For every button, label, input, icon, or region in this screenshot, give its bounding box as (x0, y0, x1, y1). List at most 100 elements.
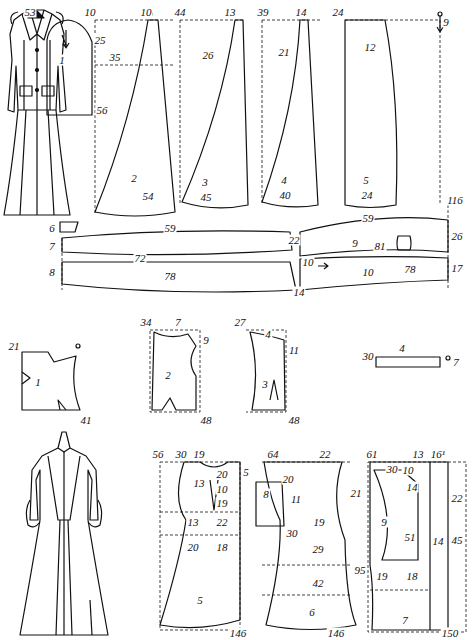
piece-label: 39 (257, 7, 270, 18)
piece-label: 21 (278, 47, 291, 58)
piece-label: 56 (152, 449, 165, 460)
piece-label: 13 (224, 7, 237, 18)
piece-label: 8 (262, 489, 270, 500)
piece-label: 4 (264, 329, 272, 340)
piece-label: 13 (187, 517, 200, 528)
piece-label: 19 (216, 498, 229, 509)
piece-label: 4 (280, 175, 288, 186)
piece-label: 26 (202, 50, 215, 61)
piece-label: 6 (48, 223, 56, 234)
piece-label: 5 (362, 175, 370, 186)
jacket-pattern (47, 12, 448, 292)
piece-label: 7 (174, 317, 182, 328)
piece-label: 45 (200, 192, 213, 203)
piece-label: 116 (446, 195, 464, 206)
piece-label: 9 (442, 17, 450, 28)
piece-label: 22 (288, 235, 301, 246)
piece-label: 12 (364, 42, 377, 53)
piece-label: 20 (282, 474, 295, 485)
piece-label: 53 (24, 7, 37, 18)
piece-label: 6 (308, 607, 316, 618)
piece-label: 3 (261, 379, 269, 390)
piece-label: 41 (80, 415, 93, 426)
piece-label: 13 (412, 449, 425, 460)
piece-label: 27 (234, 317, 247, 328)
piece-label: 1 (58, 55, 66, 66)
piece-label: 45 (451, 535, 464, 546)
piece-label: 19 (193, 449, 206, 460)
piece-label: 3 (201, 177, 209, 188)
piece-label: 56 (96, 105, 109, 116)
piece-label: 44 (174, 7, 187, 18)
piece-label: 30 (386, 464, 399, 475)
piece-label: 10 (402, 465, 415, 476)
piece-label: 18 (216, 542, 229, 553)
piece-label: 20 (187, 542, 200, 553)
piece-label: 14 (406, 482, 419, 493)
piece-label: 5 (196, 595, 204, 606)
piece-label: 5 (242, 467, 250, 478)
piece-label: 64 (267, 449, 280, 460)
piece-label: 48 (200, 415, 213, 426)
piece-label: 26 (451, 231, 464, 242)
piece-label: 150 (441, 627, 460, 638)
piece-label: 1 (34, 377, 42, 388)
piece-label: 81 (374, 241, 387, 252)
piece-label: 9 (380, 517, 388, 528)
piece-label: 40 (279, 190, 292, 201)
piece-label: 30 (286, 528, 299, 539)
piece-label: 8 (48, 267, 56, 278)
piece-label: 30 (362, 351, 375, 362)
piece-label: 35 (109, 52, 122, 63)
piece-label: 18 (406, 571, 419, 582)
piece-label: 24 (361, 190, 374, 201)
piece-label: 78 (164, 271, 177, 282)
piece-label: 22 (216, 517, 229, 528)
piece-label: 10 (84, 7, 97, 18)
piece-label: 7 (48, 241, 56, 252)
piece-label: 4 (398, 343, 406, 354)
piece-label: 2 (130, 173, 138, 184)
piece-label: 59 (164, 223, 177, 234)
piece-label: 24 (332, 7, 345, 18)
piece-label: 10 (302, 257, 315, 268)
piece-label: 19 (376, 571, 389, 582)
piece-label: 13 (193, 478, 206, 489)
piece-label: 29 (312, 544, 325, 555)
piece-label: 78 (404, 264, 417, 275)
piece-label: 59 (362, 213, 375, 224)
dress-figure (20, 432, 108, 635)
piece-label: 146 (229, 627, 248, 638)
piece-label: 22 (451, 493, 464, 504)
piece-label: 22 (319, 449, 332, 460)
piece-label: 11 (290, 494, 302, 505)
piece-label: 14 (432, 536, 445, 547)
piece-label: 7 (401, 615, 409, 626)
piece-label: 34 (140, 317, 153, 328)
piece-label: 11 (288, 345, 300, 356)
piece-label: 61 (366, 449, 379, 460)
piece-label: 95 (354, 565, 367, 576)
piece-label: 21 (350, 488, 363, 499)
piece-label: 10 (362, 267, 375, 278)
piece-label: 10 (140, 7, 153, 18)
piece-label: 2 (164, 370, 172, 381)
piece-label: 10 (216, 484, 229, 495)
piece-label: 48 (288, 415, 301, 426)
jacket-figure (4, 10, 70, 215)
piece-label: 20 (216, 469, 229, 480)
piece-label: 146 (327, 627, 346, 638)
piece-label: 25 (94, 35, 107, 46)
piece-label: 30 (175, 449, 188, 460)
piece-label: 42 (312, 578, 325, 589)
piece-label: 7 (452, 357, 460, 368)
piece-label: 17 (451, 263, 464, 274)
piece-label: 16¹ (430, 449, 446, 460)
piece-label: 14 (295, 7, 308, 18)
dress-pattern (22, 330, 466, 632)
piece-label: 19 (313, 517, 326, 528)
piece-label: 14 (293, 287, 306, 298)
piece-label: 54 (142, 191, 155, 202)
piece-label: 72 (134, 253, 147, 264)
piece-label: 9 (351, 238, 359, 249)
